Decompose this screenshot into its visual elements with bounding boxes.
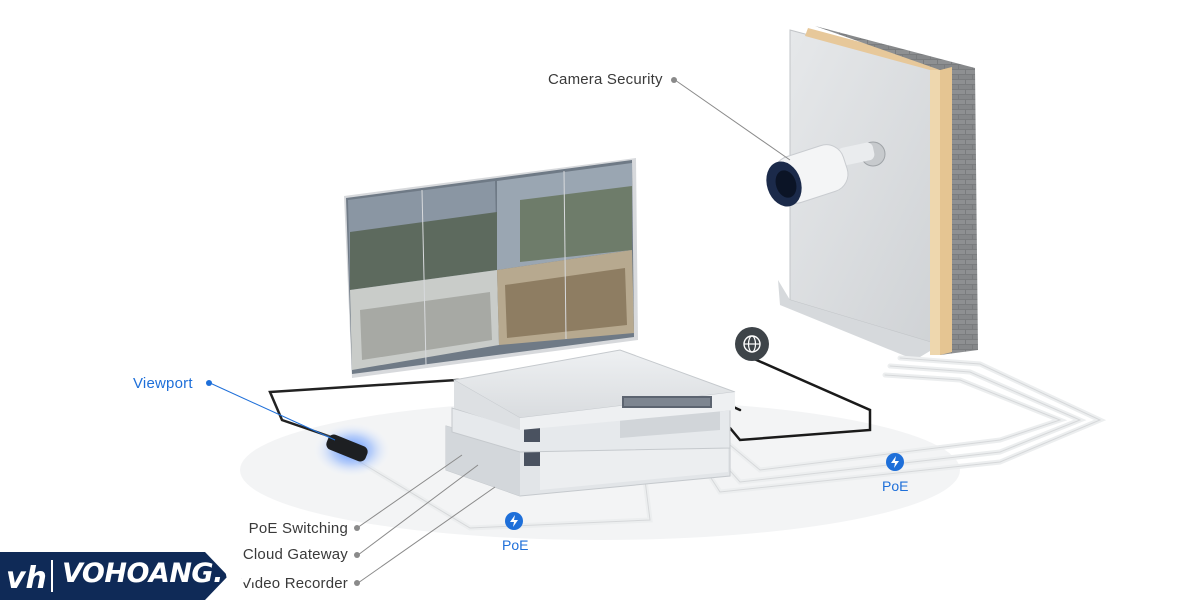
dot-cloud-gateway (354, 552, 360, 558)
poe-bolt-icon-left (505, 512, 523, 530)
dot-viewport (206, 380, 212, 386)
dot-camera (671, 77, 677, 83)
label-poe-right: PoE (882, 478, 909, 494)
leader-lines (209, 79, 791, 584)
device-stack (445, 349, 736, 497)
svg-text:vh: vh (6, 561, 47, 596)
label-poe-switching: PoE Switching (248, 520, 348, 537)
poe-bolt-icon-right (886, 453, 904, 471)
cables (268, 355, 1107, 531)
label-cloud-gateway: Cloud Gateway (242, 546, 348, 563)
security-camera (766, 141, 886, 207)
brand-name: VOHOANG.vn (62, 558, 259, 589)
viewport-device (312, 422, 392, 478)
dot-poe-switching (354, 525, 360, 531)
dot-video-recorder (354, 580, 360, 586)
label-video-recorder: Video Recorder (241, 575, 348, 592)
brand-logo: vh VOHOANG.vn (0, 552, 259, 600)
label-camera-security: Camera Security (548, 71, 663, 88)
monitor-display (344, 158, 638, 378)
globe-icon (735, 327, 769, 361)
label-poe-left: PoE (502, 537, 529, 553)
label-viewport: Viewport (133, 375, 193, 392)
wall (778, 26, 978, 360)
